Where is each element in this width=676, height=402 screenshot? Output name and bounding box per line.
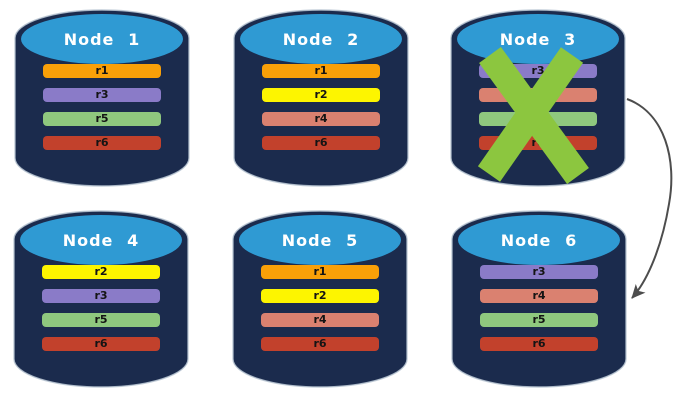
replica-bar: r6 — [261, 337, 379, 351]
replica-bar: r3 — [480, 265, 598, 279]
replica-bar: r2 — [262, 88, 380, 102]
replica-bar: r5 — [42, 313, 160, 327]
replica-bar: r1 — [262, 64, 380, 78]
node-1: Node 1 r1 r3 r5 r6 — [13, 8, 191, 188]
replica-bar: r1 — [43, 64, 161, 78]
replica-bar: r4 — [480, 289, 598, 303]
replica-bar: r6 — [262, 136, 380, 150]
cylinder-top — [239, 215, 401, 265]
replica-bar: r5 — [480, 313, 598, 327]
replica-bar: r6 — [479, 136, 597, 150]
node-2: Node 2 r1 r2 r4 r6 — [232, 8, 410, 188]
node-3: Node 3 r3 r4 r5 r6 — [449, 8, 627, 188]
failover-arrow-icon — [626, 98, 673, 299]
replica-bar: r3 — [43, 88, 161, 102]
node-title: Node 1 — [63, 30, 141, 49]
replica-bar: r4 — [262, 112, 380, 126]
node-title: Node 5 — [281, 231, 359, 250]
cylinder-top — [20, 215, 182, 265]
replica-bar: r3 — [42, 289, 160, 303]
replica-bar: r1 — [261, 265, 379, 279]
node-title: Node 3 — [499, 30, 577, 49]
replica-bar: r6 — [42, 337, 160, 351]
replica-bar: r6 — [480, 337, 598, 351]
node-title: Node 6 — [500, 231, 578, 250]
replica-bar: r2 — [42, 265, 160, 279]
replica-bar: r6 — [43, 136, 161, 150]
node-title: Node 2 — [282, 30, 360, 49]
node-title: Node 4 — [62, 231, 140, 250]
node-4: Node 4 r2 r3 r5 r6 — [12, 209, 190, 389]
node-6: Node 6 r3 r4 r5 r6 — [450, 209, 628, 389]
replica-bar: r3 — [479, 64, 597, 78]
replica-bar: r4 — [261, 313, 379, 327]
cylinder-top — [458, 215, 620, 265]
replica-bar: r5 — [43, 112, 161, 126]
node-5: Node 5 r1 r2 r4 r6 — [231, 209, 409, 389]
replica-bar: r4 — [479, 88, 597, 102]
replica-bar: r2 — [261, 289, 379, 303]
replica-bar: r5 — [479, 112, 597, 126]
cylinder-top — [21, 14, 183, 64]
cylinder-top — [240, 14, 402, 64]
